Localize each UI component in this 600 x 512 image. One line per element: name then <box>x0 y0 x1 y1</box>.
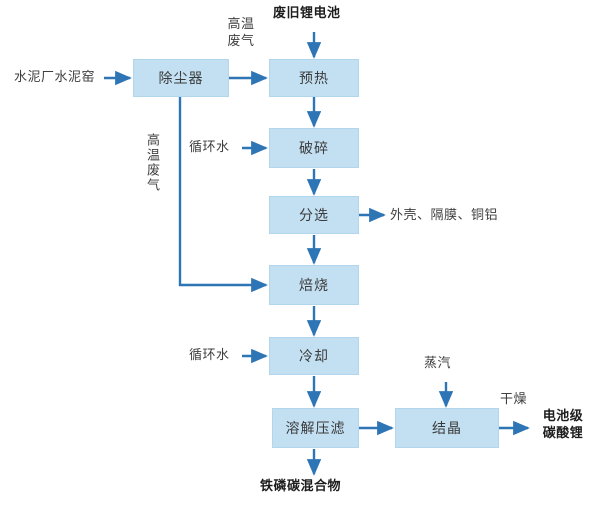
node-dust-collector[interactable]: 除尘器 <box>133 59 229 97</box>
label-waste-lithium-battery: 废旧锂电池 <box>273 6 341 21</box>
node-dissolve-press-filter[interactable]: 溶解压滤 <box>272 408 359 448</box>
node-cool[interactable]: 冷却 <box>269 337 359 375</box>
label-hot-exhaust-vertical: 高温废气 <box>144 133 159 193</box>
arrow-dustcollector-exhaust-to-roast <box>178 97 268 293</box>
label-circulating-water-2: 循环水 <box>189 348 230 363</box>
label-sorted-outputs: 外壳、隔膜、铜铝 <box>390 208 499 223</box>
node-dust-collector-label: 除尘器 <box>158 71 204 87</box>
label-battery-grade-lithium-carbonate: 电池级 碳酸锂 <box>533 408 593 442</box>
node-preheat-label: 预热 <box>299 71 329 87</box>
label-hot-exhaust-top-line2: 废气 <box>227 34 255 49</box>
node-preheat[interactable]: 预热 <box>269 59 359 97</box>
node-crystallize-label: 结晶 <box>432 421 462 437</box>
node-crush[interactable]: 破碎 <box>269 128 359 168</box>
label-battery-grade-line2: 碳酸锂 <box>542 426 584 441</box>
label-cement-kiln: 水泥厂水泥窑 <box>14 70 96 85</box>
node-roast-label: 焙烧 <box>299 278 329 294</box>
label-battery-grade-line1: 电池级 <box>542 409 584 424</box>
node-crystallize[interactable]: 结晶 <box>395 408 499 448</box>
label-steam: 蒸汽 <box>424 356 452 371</box>
label-iron-phosphorus-carbon-mixture: 铁磷碳混合物 <box>260 479 342 494</box>
node-sort-label: 分选 <box>299 208 329 224</box>
label-drying: 干燥 <box>500 392 528 407</box>
node-sort[interactable]: 分选 <box>269 196 359 234</box>
node-crush-label: 破碎 <box>299 141 329 157</box>
label-hot-exhaust-top-line1: 高温 <box>227 17 255 32</box>
label-circulating-water-1: 循环水 <box>189 140 230 155</box>
label-hot-exhaust-top: 高温 废气 <box>218 16 264 50</box>
node-dissolve-press-filter-label: 溶解压滤 <box>285 421 346 437</box>
node-cool-label: 冷却 <box>299 349 329 365</box>
node-roast[interactable]: 焙烧 <box>269 265 359 305</box>
